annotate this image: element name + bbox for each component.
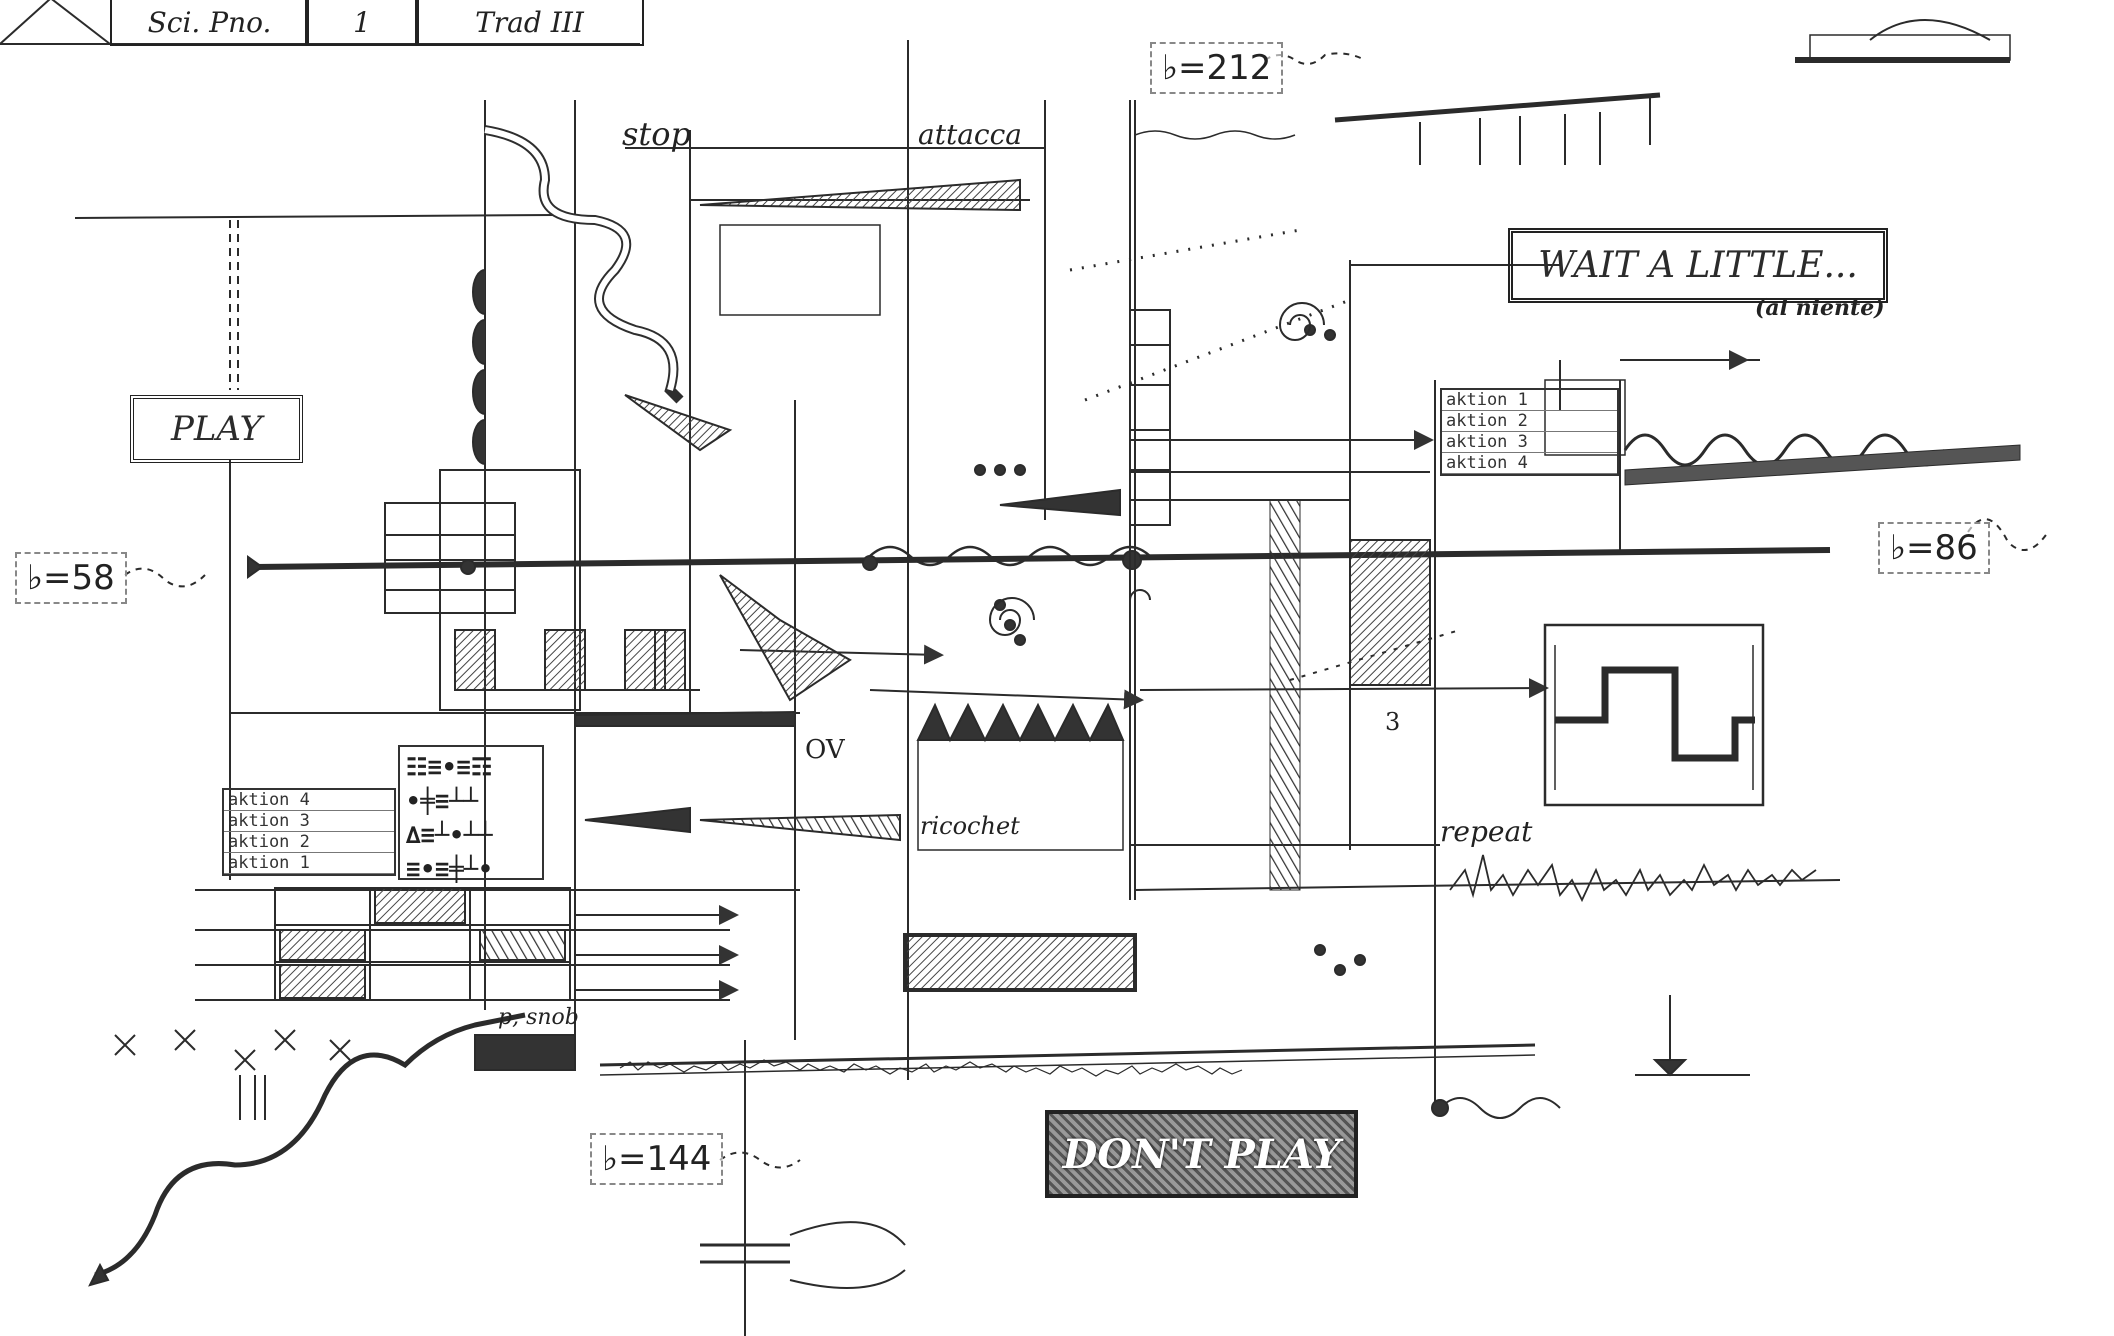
wave-main <box>869 545 1151 567</box>
direction-repeat: repeat <box>1440 815 1533 848</box>
ribbon-bottom <box>94 1012 526 1278</box>
aktion-item: aktion 1 <box>224 853 394 874</box>
tempo-mark-86: ♭=86 <box>1878 522 1990 574</box>
aktion-item: aktion 3 <box>1442 432 1617 453</box>
tempo-mark-212: ♭=212 <box>1150 42 1284 94</box>
aktion-list-left: aktion 4 aktion 3 aktion 2 aktion 1 <box>222 788 396 876</box>
ribbon-top <box>484 125 684 404</box>
wedge-3 <box>719 574 852 702</box>
header-cell-instrument: Sci. Pno. <box>110 0 309 46</box>
square-wave-box <box>1543 623 1765 807</box>
symbol-row: ≡•≡╪┴• <box>406 855 493 883</box>
aktion-item: aktion 2 <box>1442 411 1617 432</box>
aktion-item: aktion 1 <box>1442 390 1617 411</box>
header-cell-section: Trad III <box>415 0 644 46</box>
direction-triplet: 3 <box>1385 708 1401 736</box>
squiggle-long <box>599 1043 1536 1067</box>
aktion-item: aktion 4 <box>224 790 394 811</box>
dont-play-label: DON'T PLAY <box>1062 1130 1341 1178</box>
noise-box <box>903 933 1137 992</box>
teeth <box>916 702 1125 743</box>
main-timeline <box>254 547 1831 570</box>
dark-arrow-box <box>474 1034 576 1071</box>
dont-play-box: DON'T PLAY <box>1045 1110 1358 1198</box>
tempo-mark-58: ♭=58 <box>15 552 127 604</box>
tempo-mark-144: ♭=144 <box>590 1133 724 1185</box>
header-cell-number: 1 <box>305 0 419 46</box>
symbol-row: ☷≡•≡☶ <box>406 753 493 781</box>
aktion-item: aktion 2 <box>224 832 394 853</box>
aktion-list-right: aktion 1 aktion 2 aktion 3 aktion 4 <box>1440 388 1619 476</box>
wait-subtitle: (al niente) <box>1755 295 1885 321</box>
wedge-5 <box>699 813 901 842</box>
direction-p-snob: p, snob <box>498 1005 579 1030</box>
wedge-1 <box>699 178 1021 212</box>
direction-ov: OV <box>805 735 845 765</box>
symbol-row: ∆≡┴•┴┴ <box>406 821 493 849</box>
symbol-row: •╪≡┴┴ <box>406 787 479 815</box>
play-box: PLAY <box>130 395 303 463</box>
play-label: PLAY <box>170 409 263 449</box>
aktion-item: aktion 3 <box>224 811 394 832</box>
direction-attacca: attacca <box>918 118 1022 151</box>
wedge-4 <box>584 806 691 834</box>
direction-stop: stop <box>622 115 692 153</box>
wait-a-little-box: WAIT A LITTLE... <box>1508 228 1888 303</box>
symbol-box: ☷≡•≡☶ •╪≡┴┴ ∆≡┴•┴┴ ≡•≡╪┴• <box>398 745 544 883</box>
wait-a-little-label: WAIT A LITTLE... <box>1538 245 1858 286</box>
aktion-item: aktion 4 <box>1442 453 1617 474</box>
wedge-2 <box>624 394 733 452</box>
direction-ricochet: ricochet <box>920 812 1020 840</box>
